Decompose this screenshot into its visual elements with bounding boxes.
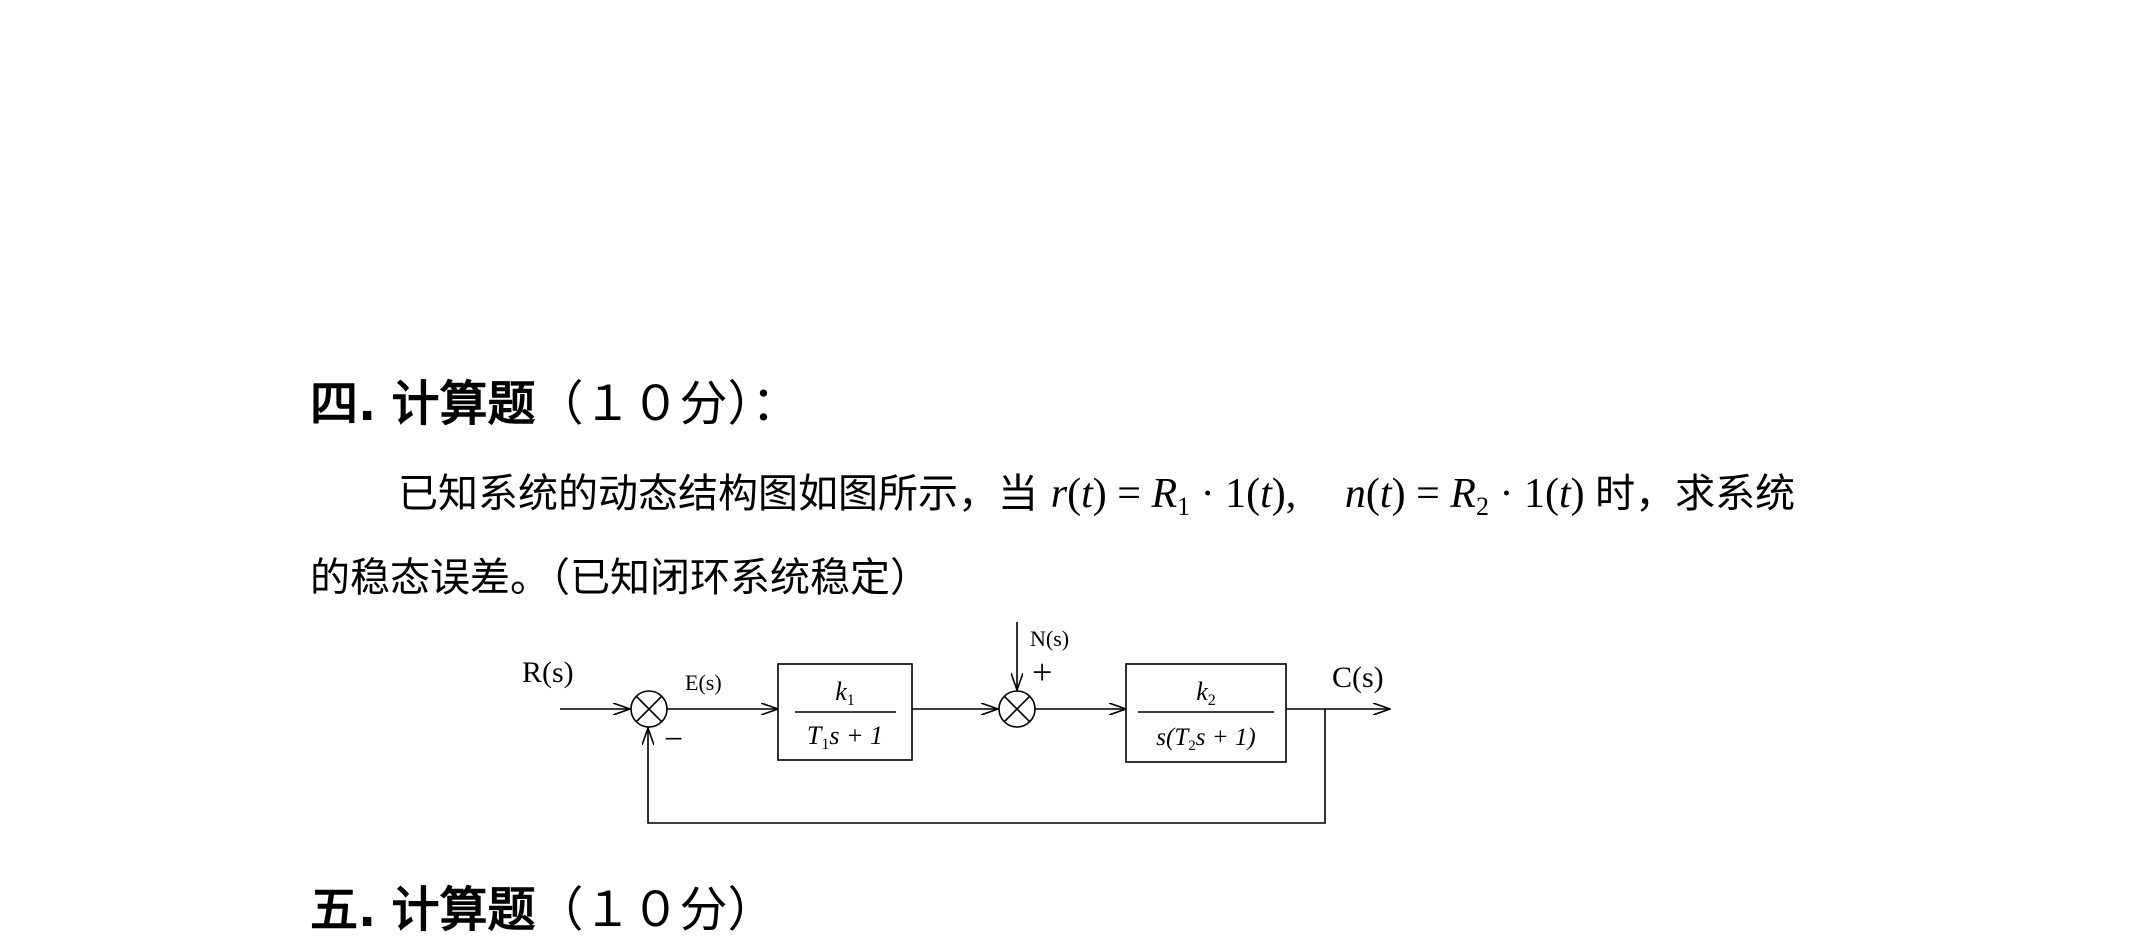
block-1: k1 T1s + 1 xyxy=(777,663,913,761)
next-section-number: 五. xyxy=(310,882,377,938)
next-section-heading: 五. 计算题（１０分） xyxy=(310,878,776,942)
feedback-minus-sign: − xyxy=(664,721,683,758)
error-label: E(s) xyxy=(685,670,722,695)
problem-text-before: 已知系统的动态结构图如图所示，当 xyxy=(398,471,1038,517)
section-title: 计算题 xyxy=(391,376,536,432)
problem-statement-line2: 的稳态误差。（已知闭环系统稳定） xyxy=(310,555,930,601)
block-diagram: R(s) E(s) − k1 xyxy=(500,622,1440,838)
document-page: 四. 计算题（１０分）： 已知系统的动态结构图如图所示，当 r(t) = R1 … xyxy=(310,372,1910,938)
section-score: （１０分）： xyxy=(535,376,800,432)
input-label: R(s) xyxy=(522,656,574,689)
problem-statement-line1: 已知系统的动态结构图如图所示，当 r(t) = R1 · 1(t), n(t) … xyxy=(310,466,1910,522)
problem-text-after: 时，求系统 xyxy=(1595,471,1796,517)
output-label: C(s) xyxy=(1332,661,1384,694)
block2-denominator: s(T2s + 1) xyxy=(1156,724,1255,754)
block-diagram-svg: R(s) E(s) − k1 xyxy=(522,622,1440,824)
n-expression: n(t) = R2 · 1(t) xyxy=(1344,471,1596,521)
section-number: 四. xyxy=(310,376,377,432)
feedback-path xyxy=(648,709,1326,824)
next-section-score: （１０分） xyxy=(535,882,776,938)
r-expression: r(t) = R1 · 1(t), xyxy=(1050,471,1307,521)
next-section-title: 计算题 xyxy=(391,882,536,938)
summing-junction-2 xyxy=(998,690,1036,728)
block1-numerator: k1 xyxy=(835,677,855,709)
disturbance-label: N(s) xyxy=(1030,626,1069,651)
block-2: k2 s(T2s + 1) xyxy=(1125,663,1287,763)
block1-denominator: T1s + 1 xyxy=(807,721,883,753)
summing-junction-1 xyxy=(630,690,668,728)
block2-numerator: k2 xyxy=(1196,677,1216,709)
disturbance-plus-sign: + xyxy=(1032,652,1052,692)
section-heading: 四. 计算题（１０分）： xyxy=(310,372,800,436)
